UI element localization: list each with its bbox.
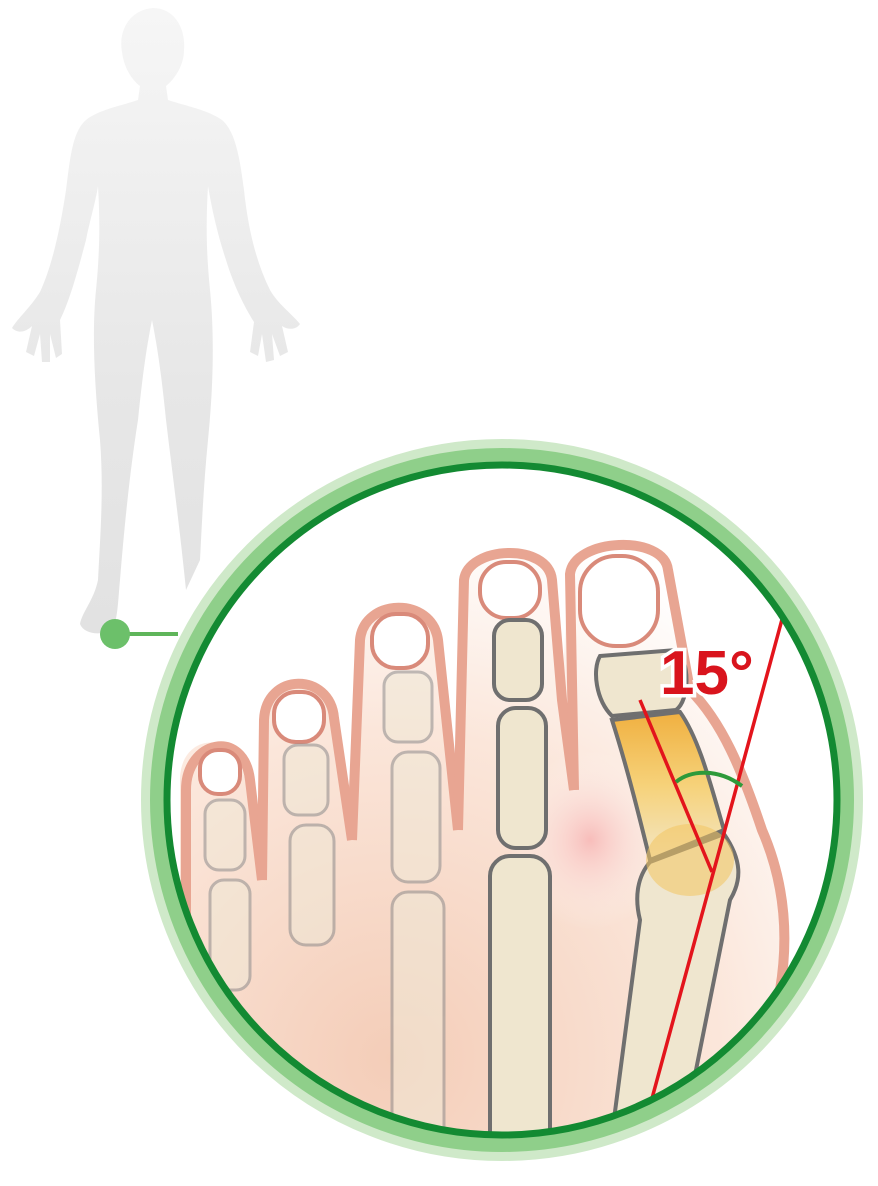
toe-2-phalanx-distal — [494, 620, 542, 700]
angle-label: 15° — [660, 639, 754, 708]
callout-dot-icon — [100, 619, 130, 649]
toenail-3 — [372, 614, 428, 668]
toenail-2 — [480, 562, 540, 618]
toenail-5 — [200, 750, 240, 794]
toe-2-metatarsal — [490, 856, 550, 1156]
inflamed-joint — [646, 824, 734, 896]
callout-pointer — [100, 619, 178, 649]
toenail-4 — [274, 692, 324, 742]
toenail-1 — [580, 556, 658, 646]
toe-2-phalanx-middle — [498, 708, 546, 848]
